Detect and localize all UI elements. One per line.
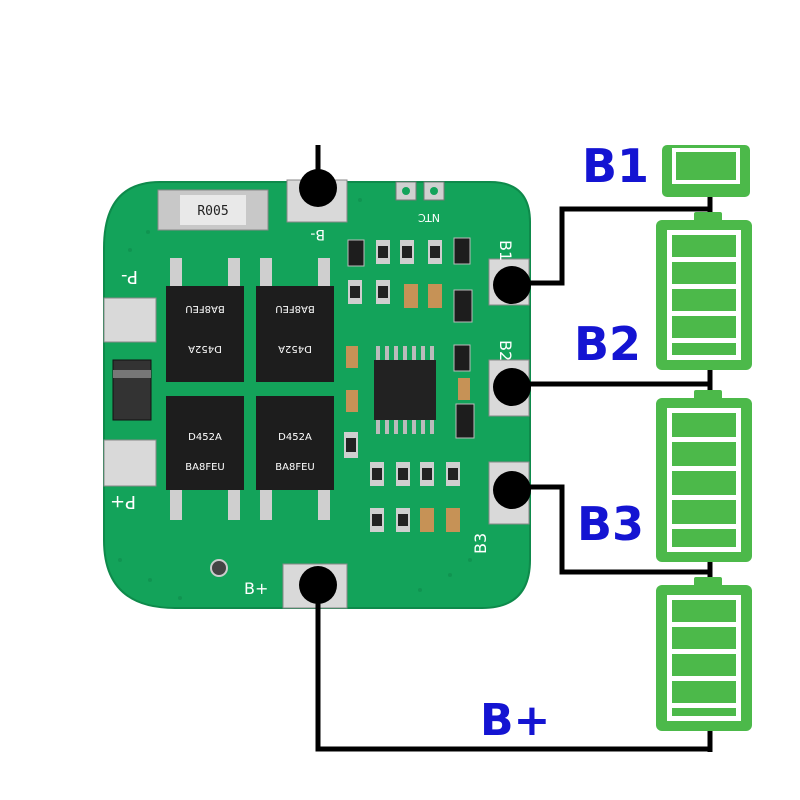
- svg-text:D452A: D452A: [188, 343, 222, 354]
- svg-text:D452A: D452A: [278, 343, 312, 354]
- svg-text:P-: P-: [121, 266, 138, 287]
- smd-components: [344, 237, 475, 532]
- mosfet-bottom-right: D452A BA8FEU: [256, 396, 334, 520]
- pad-p-minus: [103, 297, 157, 343]
- svg-text:R005: R005: [197, 204, 228, 219]
- wire-terminals: [299, 169, 531, 604]
- battery-stack: [656, 145, 752, 731]
- svg-text:BA8FEU: BA8FEU: [185, 462, 224, 473]
- protection-diode: [112, 359, 152, 421]
- wire-b3: [512, 484, 710, 575]
- svg-text:BA8FEU: BA8FEU: [275, 303, 314, 314]
- svg-text:D452A: D452A: [278, 432, 312, 443]
- battery-cell-1: [662, 145, 750, 197]
- battery-cell-4: [656, 577, 752, 731]
- label-b2: B2: [574, 317, 641, 371]
- svg-text:B2: B2: [496, 340, 515, 361]
- svg-text:B1: B1: [496, 240, 515, 261]
- svg-text:B-: B-: [310, 226, 325, 242]
- svg-text:P+: P+: [110, 491, 136, 512]
- label-b-plus: B+: [480, 695, 550, 746]
- svg-text:D452A: D452A: [188, 432, 222, 443]
- protection-ic: [374, 346, 436, 434]
- label-b1: B1: [582, 139, 649, 193]
- battery-cell-2: [656, 212, 752, 370]
- svg-text:B3: B3: [471, 533, 490, 554]
- wire-b1: [512, 206, 710, 286]
- label-b3: B3: [577, 497, 644, 551]
- mosfet-top-right: BA8FEU D452A: [256, 258, 334, 382]
- mosfet-bottom-left: D452A BA8FEU: [166, 396, 244, 520]
- svg-text:NTC: NTC: [418, 211, 440, 224]
- pad-p-plus: [103, 439, 157, 487]
- svg-text:B+: B+: [244, 579, 268, 598]
- battery-cell-3: [656, 390, 752, 562]
- svg-text:BA8FEU: BA8FEU: [275, 462, 314, 473]
- wire-b-plus: [315, 585, 710, 752]
- svg-text:BA8FEU: BA8FEU: [185, 303, 224, 314]
- wires: [315, 145, 713, 752]
- ntc-pads: NTC: [395, 181, 445, 224]
- shunt-resistor: R005: [157, 189, 269, 231]
- mosfet-top-left: BA8FEU D452A: [166, 258, 244, 382]
- pcb-board: R005 B- NTC B1 B2 B3 P- P+: [103, 179, 531, 609]
